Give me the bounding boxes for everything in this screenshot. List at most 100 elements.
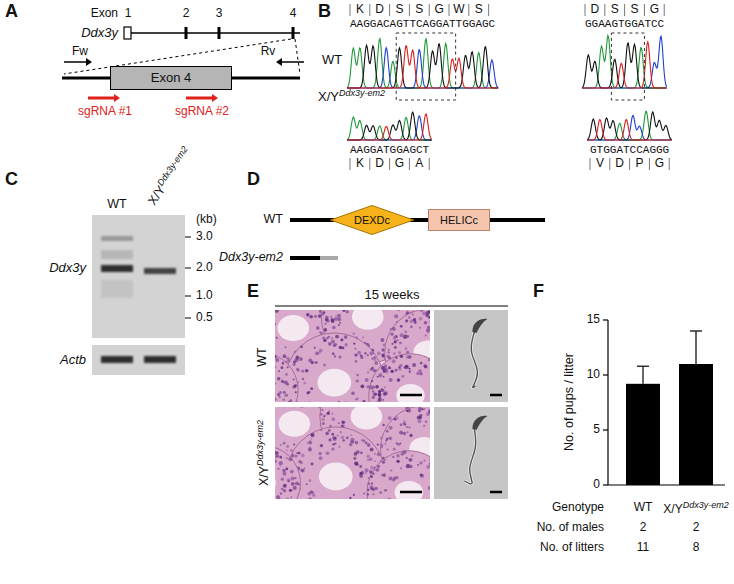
nucleus [367, 443, 371, 447]
nucleus [280, 499, 283, 500]
nucleus [409, 434, 412, 437]
nucleus [344, 335, 348, 339]
codon-separator [488, 4, 489, 16]
nucleus [381, 388, 385, 392]
nucleus [286, 457, 289, 460]
nucleus [355, 441, 359, 445]
nucleus [295, 482, 299, 486]
nucleus [350, 434, 352, 436]
nucleus [365, 472, 367, 474]
table-cell: 2 [693, 521, 700, 534]
sperm-head [472, 416, 487, 430]
nucleus [306, 391, 309, 394]
nucleus [381, 446, 383, 448]
table-header: No. of litters [540, 541, 604, 554]
genotype-label: WT [322, 53, 342, 67]
nucleus [406, 355, 409, 358]
nucleus [426, 412, 430, 416]
nucleus [346, 310, 349, 313]
nucleus [412, 363, 416, 367]
nucleus [403, 432, 406, 435]
nucleus [377, 465, 380, 468]
nucleus [377, 452, 381, 456]
nucleus [369, 485, 373, 489]
nucleus [339, 322, 341, 324]
nucleus [290, 496, 292, 498]
domain-box: HELICc [428, 209, 490, 231]
nucleus [362, 400, 365, 402]
nucleus [393, 448, 396, 451]
exon-mark [185, 27, 188, 39]
nucleus [354, 348, 356, 350]
nucleus [293, 360, 296, 363]
nucleus [323, 415, 325, 417]
nucleus [353, 343, 355, 345]
amino-acid: D [591, 3, 600, 16]
nucleus [298, 460, 301, 463]
nucleus [371, 483, 373, 485]
nucleus [275, 355, 276, 359]
nucleus [411, 455, 414, 458]
nucleus [371, 380, 373, 382]
codon-separator [389, 4, 390, 16]
nucleus [280, 492, 283, 495]
nucleus [398, 367, 402, 371]
node-text: HELICc [440, 214, 478, 226]
nucleus [423, 460, 425, 462]
nucleus [390, 333, 393, 336]
nucleus [356, 374, 359, 377]
nucleus [280, 444, 282, 446]
amino-acid: W [453, 3, 464, 16]
nucleus [389, 426, 393, 430]
nucleus [344, 343, 347, 346]
nucleus [423, 425, 425, 427]
nucleus [407, 431, 409, 433]
codon-separator [429, 4, 430, 16]
dna-sequence: GGAAGTGGATCC [585, 18, 664, 30]
nucleus [360, 384, 364, 388]
nucleus [406, 311, 409, 314]
nucleus [379, 491, 382, 494]
nucleus [367, 455, 370, 458]
nucleus [315, 361, 318, 364]
nucleus [310, 387, 313, 390]
nucleus [405, 336, 408, 339]
nucleus [299, 357, 302, 360]
nucleus [354, 461, 358, 465]
diamond-outline [330, 206, 413, 235]
codon-separator [389, 158, 390, 170]
label-group: X/YDdx3y-em2 [318, 87, 385, 105]
nucleus [365, 441, 368, 444]
tick-label: 10 [587, 368, 600, 381]
nucleus [374, 469, 376, 471]
scale-bar [490, 394, 502, 397]
codon-separator [409, 158, 410, 170]
nucleus [337, 435, 339, 437]
nucleus [331, 340, 335, 344]
nucleus [377, 443, 379, 445]
nucleus [429, 459, 430, 461]
primer-arrow [276, 58, 282, 66]
nucleus [314, 315, 317, 318]
lane-label: X/Y [145, 183, 168, 208]
nucleus [423, 408, 425, 410]
nucleus [404, 366, 407, 369]
nucleus [360, 451, 363, 454]
axis-tick [603, 319, 608, 320]
nucleus [391, 370, 394, 373]
nucleus [376, 468, 380, 472]
codon-separator [629, 158, 630, 170]
lumen [275, 472, 276, 493]
nucleus [320, 413, 323, 416]
nucleus [296, 356, 300, 360]
nucleus [365, 378, 369, 382]
nucleus [275, 398, 277, 401]
nucleus [398, 351, 401, 354]
codon-separator [350, 158, 351, 170]
nucleus [395, 369, 398, 372]
nucleus [417, 419, 421, 423]
nucleus [331, 413, 333, 415]
nucleus [403, 422, 406, 425]
nucleus [335, 315, 337, 317]
